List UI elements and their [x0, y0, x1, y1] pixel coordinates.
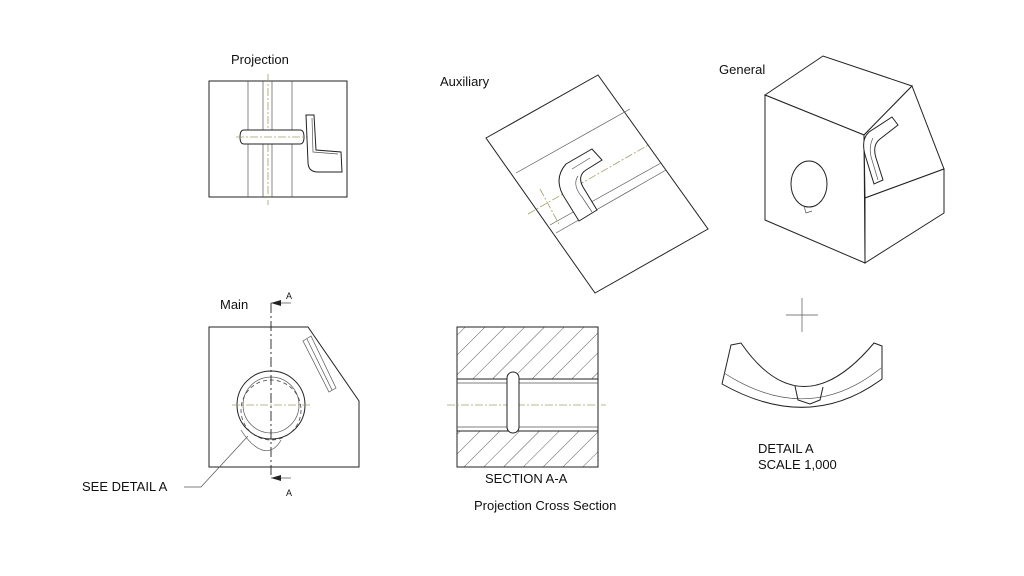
section-hatch-top: [456, 326, 599, 380]
auxiliary-center-line: [527, 143, 651, 215]
general-l-emboss: [863, 116, 899, 185]
detail-callout-circle: [240, 429, 282, 451]
auxiliary-l-emboss-inner: [571, 157, 593, 213]
general-bore-hole: [790, 160, 828, 208]
projection-view-label: Projection: [231, 52, 289, 67]
auxiliary-view-label: Auxiliary: [440, 74, 490, 89]
section-outline: [456, 326, 599, 468]
general-view[interactable]: General: [719, 55, 945, 264]
projection-outline: [208, 80, 348, 198]
auxiliary-center-line: [539, 188, 561, 227]
auxiliary-face-edge: [555, 169, 667, 234]
auxiliary-view[interactable]: Auxiliary: [440, 74, 709, 294]
detail-arc-segment: [721, 342, 883, 408]
section-groove: [506, 371, 520, 434]
detail-arc-inner-edge: [723, 367, 882, 400]
section-arrow-top-head: [271, 300, 281, 306]
projection-view[interactable]: Projection: [208, 52, 348, 205]
main-outline: [208, 326, 360, 468]
general-side-face: [864, 168, 945, 264]
detail-title: DETAIL A: [758, 441, 814, 456]
section-caption: Projection Cross Section: [474, 498, 616, 513]
main-view[interactable]: Main A A SEE DETAIL A: [82, 291, 360, 498]
general-l-emboss-inner: [869, 137, 879, 181]
section-arrow-bottom-head: [271, 475, 281, 481]
main-l-emboss: [302, 335, 337, 393]
auxiliary-outline: [485, 74, 709, 294]
auxiliary-face-edge: [549, 162, 662, 226]
section-hatch-bottom: [456, 430, 599, 468]
auxiliary-l-emboss: [558, 148, 603, 222]
section-marker-bottom: A: [286, 488, 292, 498]
detail-view[interactable]: DETAIL A SCALE 1,000: [721, 298, 883, 472]
detail-scale: SCALE 1,000: [758, 457, 837, 472]
projection-l-emboss-inner: [311, 117, 339, 155]
section-view[interactable]: SECTION A-A Projection Cross Section: [447, 326, 616, 513]
see-detail-callout: SEE DETAIL A: [82, 479, 168, 494]
general-bore-keyway: [803, 205, 813, 214]
section-marker-top: A: [286, 291, 292, 301]
projection-l-emboss: [305, 114, 343, 173]
general-view-label: General: [719, 62, 765, 77]
auxiliary-face-edge: [515, 108, 631, 174]
main-view-label: Main: [220, 297, 248, 312]
main-l-emboss-inner: [306, 338, 333, 391]
section-title: SECTION A-A: [485, 471, 568, 486]
detail-callout-leader: [184, 435, 249, 488]
detail-keyway-notch: [794, 385, 824, 405]
